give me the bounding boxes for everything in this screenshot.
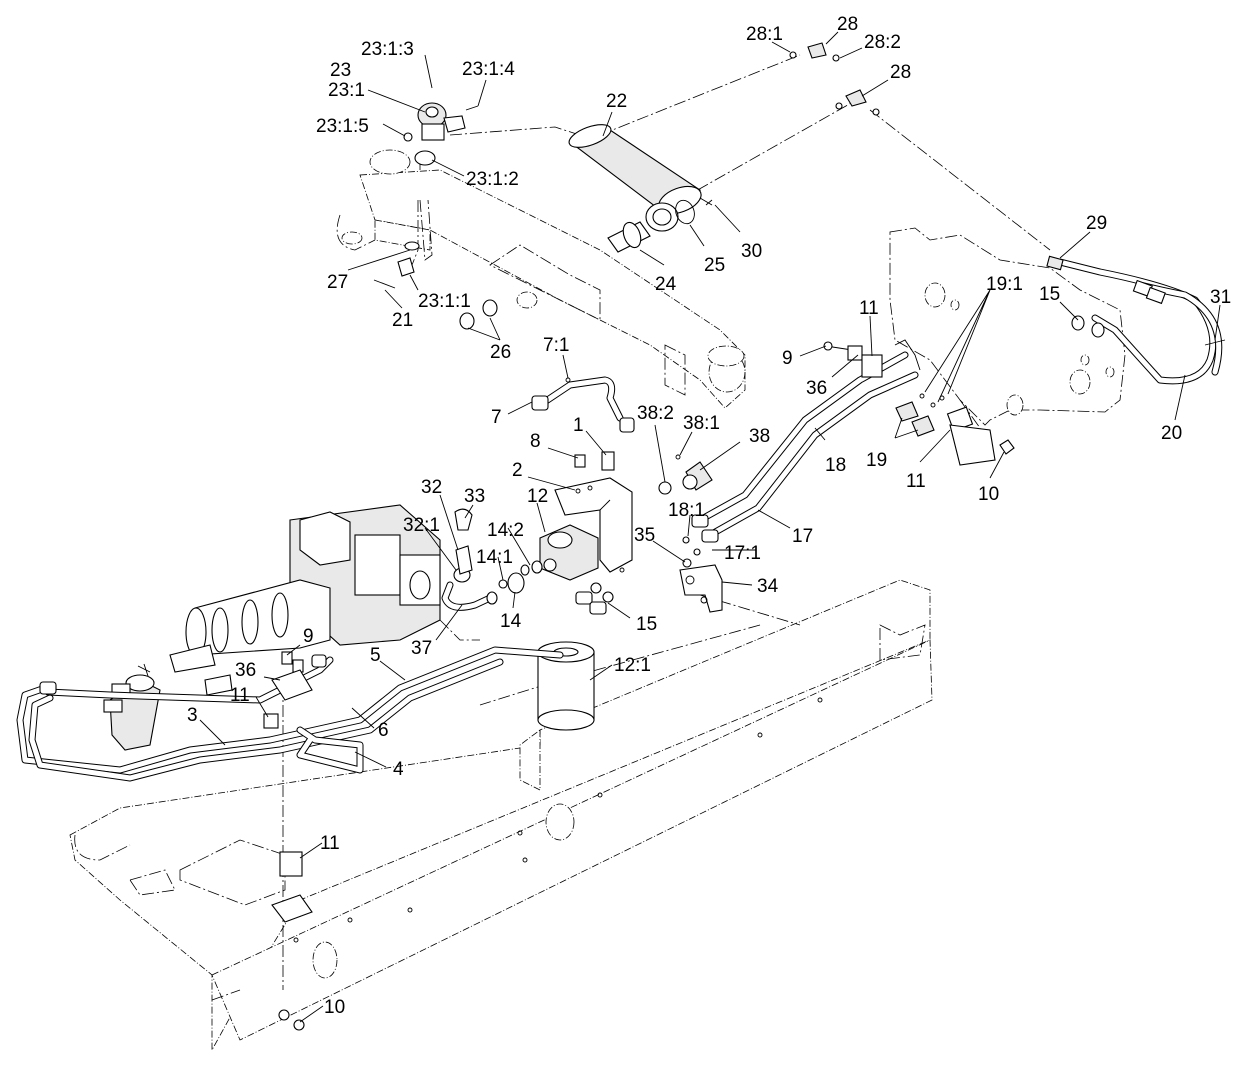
callout-labels: 23:1:3 23 23:1 23:1:4 23:1:5 23:1:2 22 2… <box>187 14 1231 1018</box>
callout-14: 14 <box>500 611 522 632</box>
callout-20: 20 <box>1161 423 1182 444</box>
callout-12-1: 12:1 <box>614 655 651 676</box>
filter-head-12 <box>498 524 599 594</box>
callout-7: 7 <box>491 407 502 428</box>
callout-24: 24 <box>655 274 677 295</box>
callout-28-2: 28:2 <box>864 32 901 53</box>
tubes-17-18 <box>682 339 921 556</box>
callout-17: 17 <box>792 526 813 547</box>
steering-valve <box>103 663 161 751</box>
fittings-19 <box>895 393 1015 466</box>
fitting-38 <box>658 454 713 495</box>
hoses-3-4-5-6 <box>16 646 564 782</box>
callout-3: 3 <box>187 705 198 726</box>
callout-31: 31 <box>1210 287 1231 308</box>
callout-10-right: 10 <box>978 484 999 505</box>
fittings-15 <box>575 582 614 615</box>
callout-17-1: 17:1 <box>724 543 761 564</box>
callout-23-1-4: 23:1:4 <box>462 59 515 80</box>
callout-33: 33 <box>464 486 485 507</box>
callout-1: 1 <box>573 415 584 436</box>
callout-29: 29 <box>1086 213 1107 234</box>
callout-15-center: 15 <box>636 614 657 635</box>
callout-10-bottom: 10 <box>324 997 345 1018</box>
callout-6: 6 <box>378 720 389 741</box>
callout-11-lower-left: 11 <box>230 685 250 706</box>
callout-7-1: 7:1 <box>543 335 569 356</box>
callout-15-right: 15 <box>1039 284 1060 305</box>
callout-23-1: 23:1 <box>328 80 365 101</box>
callout-11-bottom: 11 <box>320 833 340 854</box>
tie-rod-end <box>373 102 479 289</box>
callout-36-upper: 36 <box>806 378 827 399</box>
callout-28-top: 28 <box>837 14 858 35</box>
callout-14-1: 14:1 <box>476 547 513 568</box>
callout-38-2: 38:2 <box>637 403 674 424</box>
callout-11-upper: 11 <box>859 298 879 319</box>
callout-30: 30 <box>741 241 762 262</box>
callout-23-1-2: 23:1:2 <box>466 169 519 190</box>
hydraulic-pump <box>169 504 498 696</box>
steering-cylinder <box>568 124 713 253</box>
callout-38-1: 38:1 <box>683 413 720 434</box>
callout-23: 23 <box>330 60 351 81</box>
callout-23-1-3: 23:1:3 <box>361 39 414 60</box>
callout-23-1-5: 23:1:5 <box>316 116 369 137</box>
tube-7 <box>531 376 635 433</box>
bracket-2 <box>554 451 633 573</box>
callout-34: 34 <box>757 576 779 597</box>
fittings-28 <box>789 42 880 116</box>
right-frame-plate <box>889 227 1126 426</box>
callout-5: 5 <box>370 645 381 666</box>
callout-21: 21 <box>392 310 413 331</box>
callout-14-2: 14:2 <box>487 520 524 541</box>
callout-11-right: 11 <box>906 471 926 492</box>
callout-37: 37 <box>411 638 432 659</box>
clamp-lower <box>271 651 313 1031</box>
callout-23-1-1: 23:1:1 <box>418 291 471 312</box>
callout-27: 27 <box>327 272 348 293</box>
callout-22: 22 <box>606 91 627 112</box>
leader-lines <box>199 31 1221 1023</box>
callout-25: 25 <box>704 255 725 276</box>
callout-8: 8 <box>530 431 541 452</box>
callout-38: 38 <box>749 426 770 447</box>
callout-9-lower: 9 <box>303 626 314 647</box>
callout-28-lower: 28 <box>890 62 911 83</box>
callout-2: 2 <box>512 460 523 481</box>
main-frame-rail <box>69 579 933 1051</box>
callout-32-1: 32:1 <box>403 515 440 536</box>
hose-assembly-20 <box>1046 255 1226 385</box>
callout-18: 18 <box>825 455 846 476</box>
bracket-34 <box>679 558 723 613</box>
callout-36-lower: 36 <box>235 660 256 681</box>
callout-26: 26 <box>490 342 511 363</box>
callout-9-upper: 9 <box>782 348 793 369</box>
callout-32: 32 <box>421 477 442 498</box>
callout-12: 12 <box>527 486 548 507</box>
callout-19-1: 19:1 <box>986 274 1023 295</box>
callout-4: 4 <box>393 759 404 780</box>
callout-18-1: 18:1 <box>668 500 705 521</box>
bushings-26 <box>459 299 498 330</box>
callout-28-1: 28:1 <box>746 24 783 45</box>
callout-19: 19 <box>866 450 887 471</box>
callout-35: 35 <box>634 525 655 546</box>
